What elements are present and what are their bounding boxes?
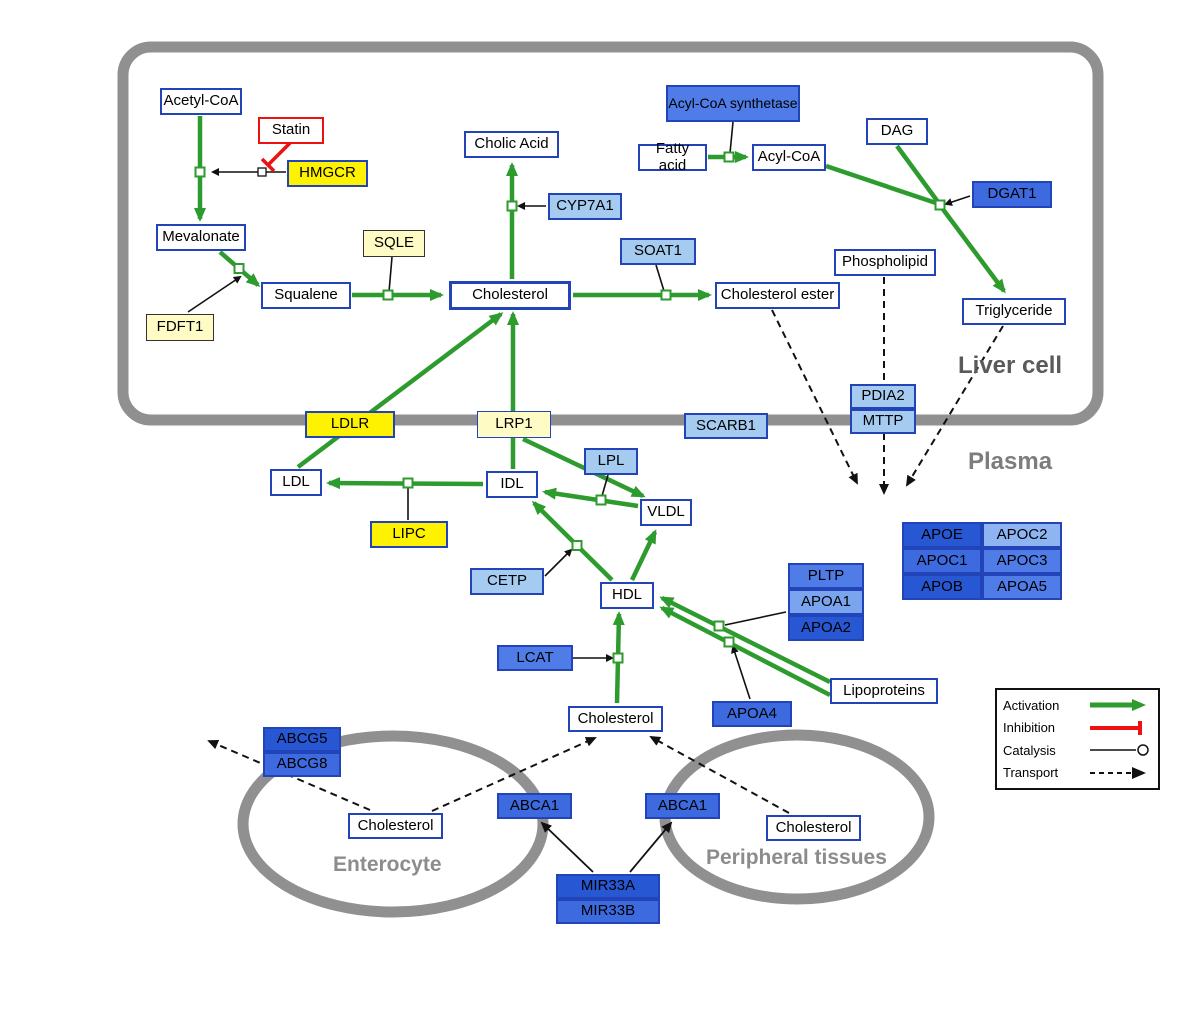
node-idl[interactable]: IDL [486, 471, 538, 498]
node-lrp1[interactable]: LRP1 [477, 411, 551, 438]
legend-activation-row: Activation [1003, 694, 1152, 716]
node-hmgcr[interactable]: HMGCR [287, 160, 368, 187]
plasma-label: Plasma [968, 448, 1053, 475]
node-fatty-acid[interactable]: Fatty acid [638, 141, 707, 173]
node-apoa4[interactable]: APOA4 [712, 701, 792, 727]
node-phospholipid[interactable]: Phospholipid [834, 249, 936, 276]
node-lipoproteins[interactable]: Lipoproteins [830, 678, 938, 704]
node-lipc[interactable]: LIPC [370, 521, 448, 548]
node-dgat1[interactable]: DGAT1 [972, 181, 1052, 208]
node-cetp[interactable]: CETP [470, 568, 544, 595]
reaction-junctions [194, 151, 946, 664]
node-ldlr[interactable]: LDLR [305, 411, 395, 438]
liver-cell-membrane [117, 41, 1104, 426]
node-cholesterol-enterocyte[interactable]: Cholesterol [348, 813, 443, 839]
node-apoc1[interactable]: APOC1 [902, 548, 982, 574]
node-soat1[interactable]: SOAT1 [620, 238, 696, 265]
legend-inhibition-label: Inhibition [1003, 720, 1056, 736]
catalysis-circle-icon [1090, 744, 1149, 756]
node-mevalonate[interactable]: Mevalonate [156, 224, 246, 251]
node-pdia2[interactable]: PDIA2 [850, 384, 916, 409]
regulation-edges [540, 821, 673, 873]
node-squalene[interactable]: Squalene [261, 282, 351, 309]
node-apoa1[interactable]: APOA1 [788, 589, 864, 615]
enterocyte-label: Enterocyte [333, 853, 442, 876]
node-apoa5[interactable]: APOA5 [982, 574, 1062, 600]
peripheral-tissues-label: Peripheral tissues [706, 846, 887, 869]
node-lpl[interactable]: LPL [584, 448, 638, 475]
node-statin[interactable]: Statin [258, 117, 324, 144]
liver-cell-label: Liver cell [958, 352, 1063, 379]
node-pltp[interactable]: PLTP [788, 563, 864, 589]
legend-inhibition-row: Inhibition [1003, 717, 1152, 739]
node-apoe[interactable]: APOE [902, 522, 982, 548]
node-sqle[interactable]: SQLE [363, 230, 425, 257]
legend-catalysis-label: Catalysis [1003, 742, 1056, 758]
statin-junction [257, 167, 267, 177]
node-cholic-acid[interactable]: Cholic Acid [464, 131, 559, 158]
node-vldl[interactable]: VLDL [640, 499, 692, 526]
node-apob[interactable]: APOB [902, 574, 982, 600]
node-abca1-right[interactable]: ABCA1 [645, 793, 720, 819]
node-scarb1[interactable]: SCARB1 [684, 413, 768, 439]
node-cholesterol-ester[interactable]: Cholesterol ester [715, 282, 840, 309]
node-lcat[interactable]: LCAT [497, 645, 573, 671]
activation-arrow-icon [1090, 699, 1146, 712]
node-cholesterol-plasma[interactable]: Cholesterol [568, 706, 663, 732]
activation-edges [194, 116, 1006, 704]
node-dag[interactable]: DAG [866, 118, 928, 145]
legend-transport-label: Transport [1003, 765, 1059, 781]
node-hdl[interactable]: HDL [600, 582, 654, 609]
node-acetyl-coa[interactable]: Acetyl-CoA [160, 88, 242, 115]
catalysis-edges [187, 121, 971, 700]
node-cholesterol-peripheral[interactable]: Cholesterol [766, 815, 861, 841]
inhibition-edge [260, 141, 292, 173]
node-apoa2[interactable]: APOA2 [788, 615, 864, 641]
node-cholesterol-liver[interactable]: Cholesterol [449, 281, 571, 310]
legend-box: Activation Inhibition Catalysis Transpor… [995, 688, 1160, 790]
inhibition-tbar-icon [1090, 720, 1142, 735]
legend-catalysis-row: Catalysis [1003, 739, 1152, 761]
legend-activation-label: Activation [1003, 697, 1060, 713]
node-mir33b[interactable]: MIR33B [556, 899, 660, 924]
transport-arrow-icon [1090, 766, 1146, 779]
node-fdft1[interactable]: FDFT1 [146, 314, 214, 341]
node-abcg8[interactable]: ABCG8 [263, 752, 341, 777]
node-acyl-coa-synthetase[interactable]: Acyl-CoA synthetase [666, 85, 800, 122]
node-mir33a[interactable]: MIR33A [556, 874, 660, 899]
node-abca1-left[interactable]: ABCA1 [497, 793, 572, 819]
node-acyl-coa[interactable]: Acyl-CoA [752, 144, 826, 171]
node-apoc3[interactable]: APOC3 [982, 548, 1062, 574]
node-cyp7a1[interactable]: CYP7A1 [548, 193, 622, 220]
node-triglyceride[interactable]: Triglyceride [962, 298, 1066, 325]
node-ldl[interactable]: LDL [270, 469, 322, 496]
node-abcg5[interactable]: ABCG5 [263, 727, 341, 752]
legend-transport-row: Transport [1003, 762, 1152, 784]
node-apoc2[interactable]: APOC2 [982, 522, 1062, 548]
node-mttp[interactable]: MTTP [850, 409, 916, 434]
